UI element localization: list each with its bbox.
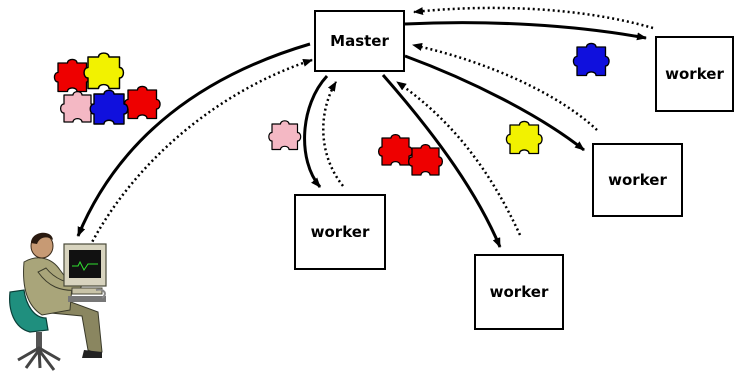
worker-node: worker xyxy=(592,143,683,217)
worker-label: worker xyxy=(489,283,549,301)
arrow-master-to-worker-2 xyxy=(404,54,585,152)
worker-label: worker xyxy=(665,65,724,83)
puzzle-piece xyxy=(572,42,610,77)
puzzle-piece xyxy=(377,133,444,176)
arrow-user-to-master xyxy=(88,58,313,247)
arrow-worker-2-to-master xyxy=(412,43,598,131)
worker-node: worker xyxy=(294,194,386,270)
master-label: Master xyxy=(330,32,389,50)
worker-label: worker xyxy=(310,223,370,241)
master-node: Master xyxy=(314,10,405,72)
arrow-worker-3-to-master xyxy=(322,81,344,187)
arrow-master-to-worker-3 xyxy=(303,74,329,188)
arrow-worker-1-to-master xyxy=(413,6,654,30)
connection-arrows xyxy=(76,6,654,248)
puzzle-cluster xyxy=(53,52,161,125)
puzzle-piece xyxy=(505,120,543,155)
arrow-master-to-user xyxy=(76,42,311,237)
arrow-worker-4-to-master xyxy=(396,80,522,236)
worker-node: worker xyxy=(655,36,734,112)
user-at-computer-icon xyxy=(9,232,107,371)
arrow-master-to-worker-1 xyxy=(404,21,647,41)
worker-node: worker xyxy=(474,254,564,330)
worker-label: worker xyxy=(608,171,667,189)
puzzle-piece xyxy=(268,120,302,151)
arrow-master-to-worker-4 xyxy=(381,74,502,248)
